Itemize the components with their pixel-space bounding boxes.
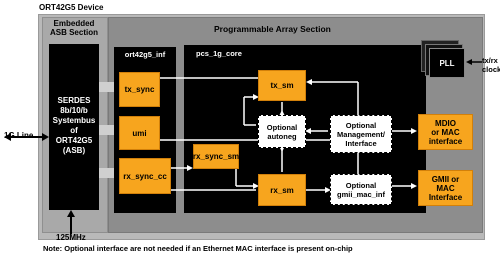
- 1g-line-label: 1G Line: [4, 131, 34, 140]
- serdes-block: [49, 44, 99, 210]
- mdio-line2: or MAC: [431, 127, 460, 137]
- gmii-ext-line2: MAC: [436, 183, 455, 193]
- tx-sync-block: tx_sync: [119, 72, 160, 107]
- serdes-line: 8b/10/b: [60, 106, 88, 115]
- clocks-line2: clocks: [482, 65, 500, 74]
- autoneg-line1: Optional: [266, 122, 298, 132]
- gmii-mac-interface-block: GMII or MAC Interface: [418, 170, 473, 206]
- mgmt-line1: Optional: [345, 120, 377, 130]
- serdes-label: SERDES 8b/10/b Systembus of ORT42G5 (ASB…: [49, 96, 99, 156]
- rx-sync-cc-block: rx_sync_cc: [119, 158, 171, 194]
- serdes-line: Systembus: [52, 116, 96, 125]
- autoneg-line2: autoneg: [267, 131, 297, 141]
- gmii-ext-line1: GMII or: [431, 174, 460, 184]
- ort42g5-inf-title: ort42g5_inf: [124, 50, 166, 59]
- mdio-mac-interface-block: MDIO or MAC interface: [418, 114, 473, 150]
- pll-block: PLL: [429, 48, 465, 78]
- note-text: Note: Optional interface are not needed …: [43, 244, 353, 253]
- rx-sm-block: rx_sm: [258, 174, 306, 206]
- pll-label: PLL: [439, 58, 455, 68]
- mdio-line1: MDIO: [435, 118, 456, 128]
- optional-management-interface-block: Optional Management/ Interface: [330, 115, 392, 153]
- device-title: ORT42G5 Device: [39, 3, 104, 12]
- rx-sm-label: rx_sm: [270, 185, 294, 195]
- rx-sync-cc-label: rx_sync_cc: [123, 171, 167, 181]
- umi-label: umi: [132, 128, 147, 138]
- asb-title-line2: ASB Section: [49, 28, 98, 37]
- 125mhz-label: 125MHz: [56, 233, 86, 242]
- optional-gmii-mac-inf-block: Optional gmii_mac_inf: [330, 174, 392, 205]
- asb-title-line1: Embedded: [53, 19, 95, 28]
- serdes-line: ORT42G5: [55, 136, 93, 145]
- gmii-ext-line3: Interface: [428, 192, 463, 202]
- gmii-mac-inf-line2: gmii_mac_inf: [337, 189, 385, 199]
- umi-block: umi: [119, 116, 160, 150]
- mgmt-line3: Interface: [345, 138, 377, 148]
- tx-sm-label: tx_sm: [270, 81, 294, 90]
- programmable-array-title: Programmable Array Section: [214, 24, 331, 34]
- optional-autoneg-block: Optional autoneg: [258, 115, 306, 148]
- tx-sm-block: tx_sm: [258, 70, 306, 101]
- serdes-line: of: [70, 126, 78, 135]
- rx-sync-sm-block: rx_sync_sm: [193, 144, 239, 169]
- tx-sync-label: tx_sync: [124, 85, 155, 94]
- clocks-line1: tx/rx: [482, 56, 498, 65]
- serdes-line: SERDES: [57, 96, 91, 105]
- mdio-line3: interface: [428, 136, 463, 146]
- pcs-1g-core-title: pcs_1g_core: [196, 49, 242, 58]
- rx-sync-sm-label: rx_sync_sm: [192, 152, 240, 161]
- serdes-line: (ASB): [62, 146, 86, 155]
- mgmt-line2: Management/: [337, 129, 385, 139]
- asb-section-title: Embedded ASB Section: [42, 19, 106, 37]
- gmii-mac-inf-line1: Optional: [345, 180, 377, 190]
- tx-rx-clocks-label: tx/rx clocks: [482, 56, 500, 74]
